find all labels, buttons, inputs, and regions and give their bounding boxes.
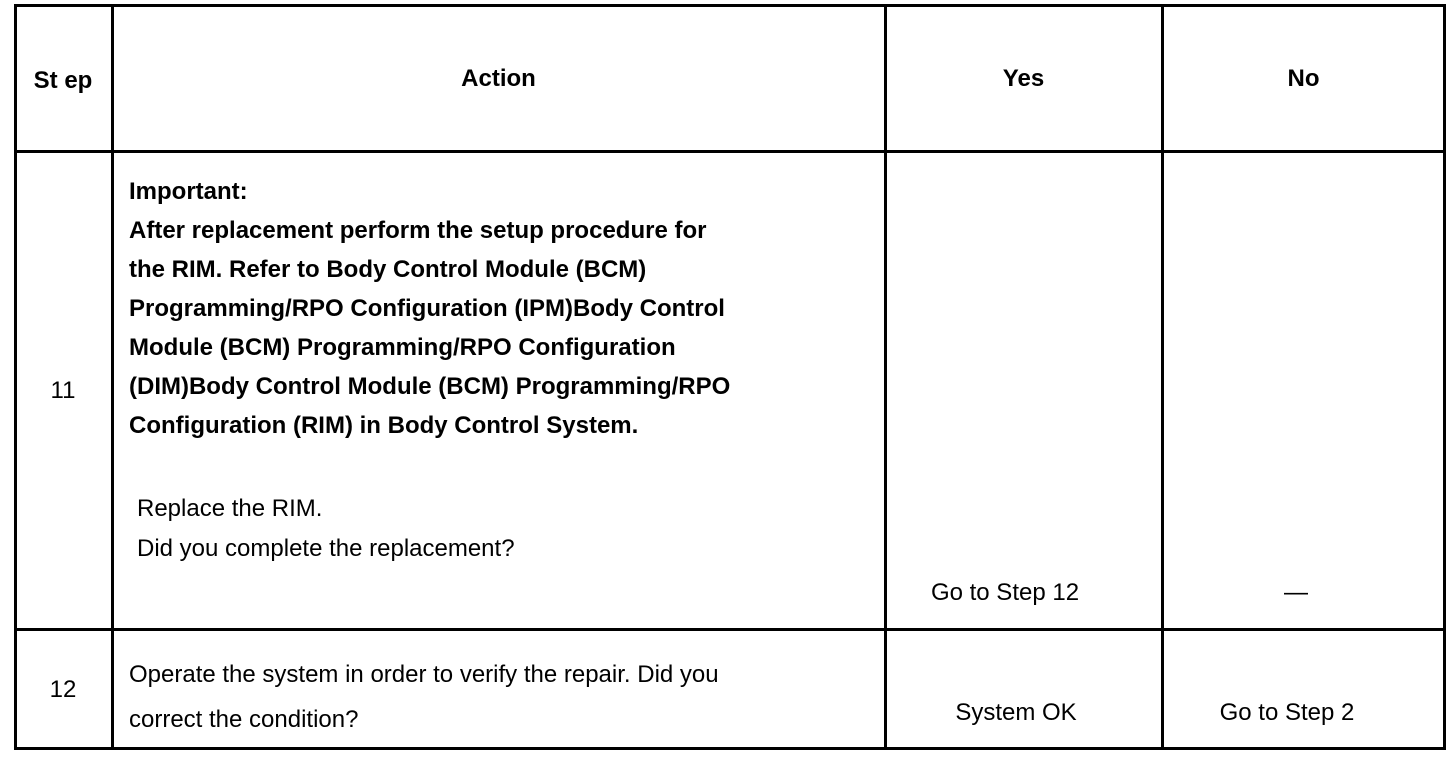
no-result: Go to Step 2 [1219, 699, 1355, 726]
grid-line [14, 628, 1445, 631]
action-line: Operate the system in order to verify th… [129, 661, 719, 688]
header-step: St ep [33, 67, 93, 94]
grid-line [14, 4, 1445, 7]
grid-line [111, 4, 114, 750]
important-line: the RIM. Refer to Body Control Module (B… [129, 256, 647, 283]
important-line: Programming/RPO Configuration (IPM)Body … [129, 295, 725, 322]
header-yes: Yes [1002, 65, 1045, 92]
step-number: 11 [50, 377, 76, 404]
important-label: Important: [129, 178, 248, 205]
instruction-line: Did you complete the replacement? [137, 535, 515, 562]
yes-result: Go to Step 12 [930, 579, 1080, 606]
yes-result: System OK [955, 699, 1077, 726]
action-line: correct the condition? [129, 706, 359, 733]
grid-line [884, 4, 887, 750]
grid-line [14, 150, 1445, 153]
header-action: Action [461, 65, 536, 92]
action-instructions: Replace the RIM. Did you complete the re… [137, 489, 515, 569]
grid-line [14, 4, 17, 750]
grid-line [1443, 4, 1446, 750]
header-no: No [1287, 65, 1320, 92]
no-result: — [1284, 579, 1308, 606]
grid-line [1161, 4, 1164, 750]
grid-line [14, 747, 1445, 750]
important-line: After replacement perform the setup proc… [129, 217, 707, 244]
important-note: Important: After replacement perform the… [129, 172, 730, 445]
important-line: Module (BCM) Programming/RPO Configurati… [129, 334, 676, 361]
important-line: (DIM)Body Control Module (BCM) Programmi… [129, 373, 731, 400]
action-text: Operate the system in order to verify th… [129, 652, 719, 742]
instruction-line: Replace the RIM. [137, 495, 323, 522]
important-line: Configuration (RIM) in Body Control Syst… [129, 412, 639, 439]
step-number: 12 [49, 676, 77, 703]
